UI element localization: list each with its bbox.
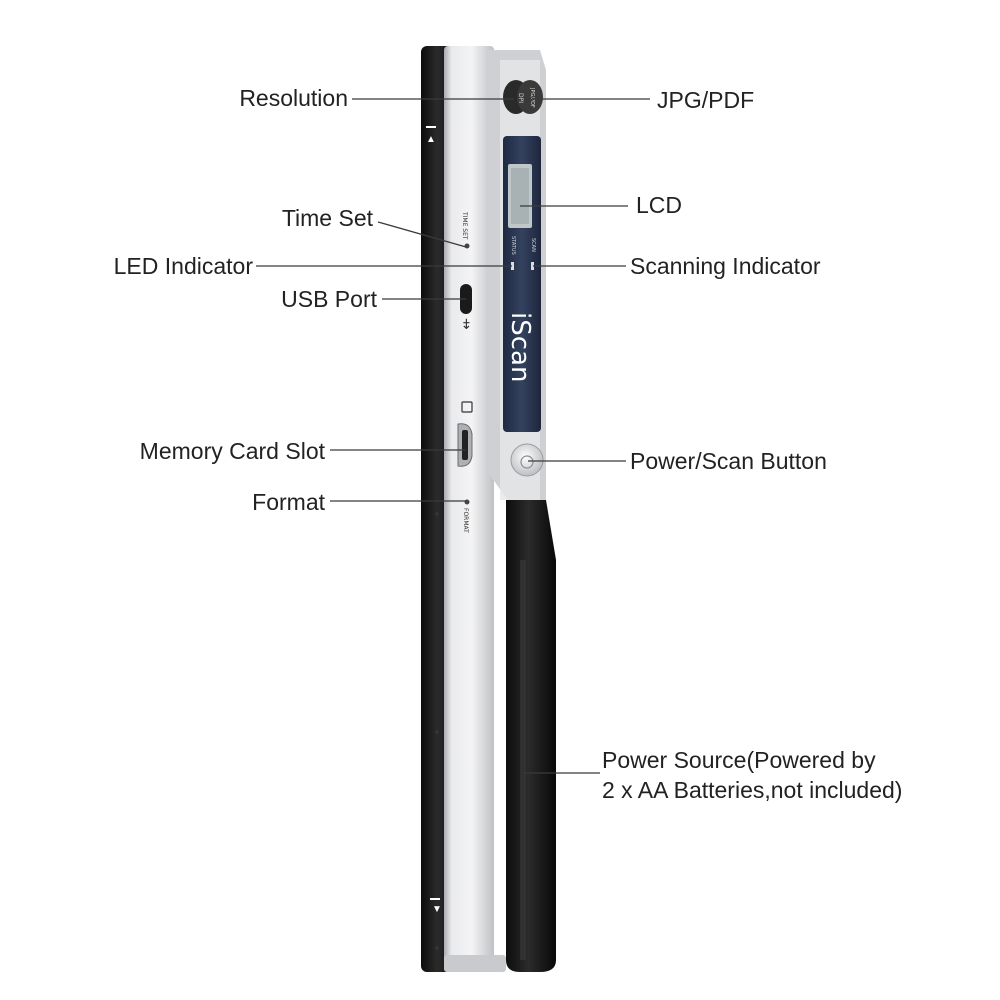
silver-face <box>444 46 494 971</box>
bottom-cap <box>444 955 506 972</box>
scanner-body: DPI JPG/PDF STATUS SCAN iScan ▲ ▼ TIME S… <box>421 46 556 972</box>
arrow-down-mark: ▼ <box>432 904 442 915</box>
time-set-mark: TIME SET <box>461 211 468 240</box>
bottom-mark-line <box>430 898 440 900</box>
label-led-indicator: LED Indicator <box>113 253 253 279</box>
jpg-pdf-mark: JPG/PDF <box>529 87 535 108</box>
jpg-pdf-button <box>517 80 543 114</box>
power-icon <box>520 455 534 469</box>
label-power-source-line1: Power Source(Powered by <box>602 747 876 773</box>
screw-3 <box>435 946 439 950</box>
lcd-inner <box>511 168 529 224</box>
memory-card-slot-opening <box>462 430 468 460</box>
arrow-up-mark: ▲ <box>426 134 436 145</box>
label-lcd: LCD <box>636 192 683 218</box>
time-set-hole <box>464 243 470 249</box>
dpi-mark: DPI <box>517 93 524 103</box>
scan-led <box>531 262 534 270</box>
battery-tube <box>506 500 556 972</box>
usb-icon: ⇸ <box>459 318 475 330</box>
label-scanning-indicator: Scanning Indicator <box>630 253 821 279</box>
screw-1 <box>435 512 439 516</box>
power-scan-button <box>510 443 544 477</box>
battery-tube-shine <box>520 560 526 960</box>
leader-lines <box>256 98 650 774</box>
brand-logo: iScan <box>505 312 535 382</box>
leader-time-set <box>377 221 467 248</box>
label-memory-card-slot: Memory Card Slot <box>139 438 325 464</box>
top-mark-line <box>426 126 436 128</box>
label-format: Format <box>252 489 325 515</box>
label-resolution: Resolution <box>239 85 348 111</box>
label-power-source-line2: 2 x AA Batteries,not included) <box>602 776 903 803</box>
scan-mark: SCAN <box>530 238 536 252</box>
status-led <box>511 262 514 270</box>
format-mark: FORMAT <box>462 508 469 533</box>
label-time-set: Time Set <box>281 205 373 231</box>
screw-2 <box>435 730 439 734</box>
label-power-scan-button: Power/Scan Button <box>630 448 827 474</box>
label-usb-port: USB Port <box>281 286 377 312</box>
format-hole <box>464 499 470 505</box>
card-icon <box>461 401 473 413</box>
status-mark: STATUS <box>510 236 516 255</box>
label-power-source: Power Source(Powered by 2 x AA Batteries… <box>602 746 902 806</box>
label-jpg-pdf: JPG/PDF <box>657 87 755 113</box>
